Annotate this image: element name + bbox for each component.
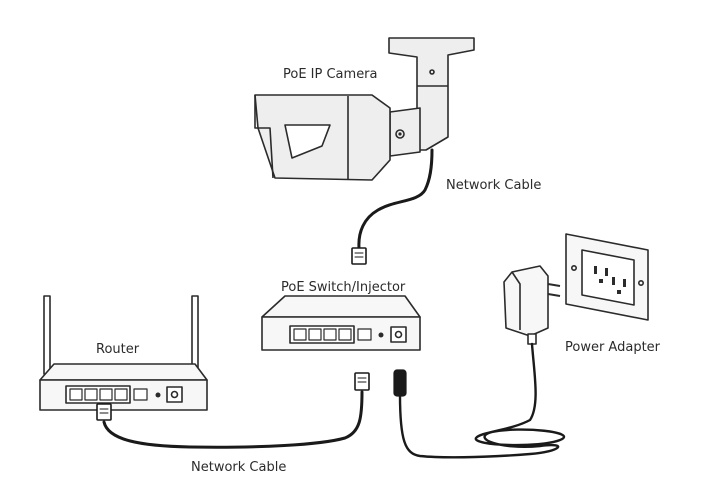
switch-port <box>308 328 322 341</box>
camera-network-cable <box>351 148 434 265</box>
router-label: Router <box>96 342 140 357</box>
switch-led-icon <box>378 332 384 338</box>
router-port <box>69 388 83 401</box>
router-side-rj45-plug <box>96 403 112 421</box>
adapter-face-edge <box>511 271 521 330</box>
router <box>39 295 208 411</box>
socket-slot <box>605 268 608 276</box>
power-adapter-label: Power Adapter <box>565 340 661 355</box>
joint-knob-center <box>398 132 402 136</box>
wall-outlet <box>565 233 649 321</box>
camera-cable-wire <box>357 148 434 250</box>
router-top-face <box>39 363 208 381</box>
outlet-screw-icon <box>570 264 577 271</box>
switch-label: PoE Switch/Injector <box>281 280 406 295</box>
power-adapter-cable <box>393 342 565 459</box>
adapter-cable-wire <box>398 342 565 459</box>
router-port <box>99 388 113 401</box>
camera-label: PoE IP Camera <box>283 67 378 82</box>
outlet-inner-panel <box>581 249 635 306</box>
adapter-cable-strain-relief <box>527 333 537 345</box>
switch-port <box>338 328 352 341</box>
dc-barrel-plug <box>393 369 407 397</box>
router-port <box>114 388 128 401</box>
switch-dc-jack <box>390 326 407 343</box>
router-antenna-right <box>191 295 199 375</box>
outlet-screw-icon <box>637 279 644 286</box>
router-antenna-left <box>43 295 51 375</box>
adapter-prong <box>547 283 561 287</box>
switch-ports <box>293 328 372 341</box>
socket-slot <box>594 266 597 274</box>
camera-sunshield-slot <box>284 124 331 159</box>
socket-ground <box>599 279 603 283</box>
router-wan-port <box>133 388 148 401</box>
switch-port <box>293 328 307 341</box>
router-port <box>84 388 98 401</box>
adapter-prong <box>547 293 561 297</box>
switch-port <box>323 328 337 341</box>
router-dc-jack-hole-icon <box>170 390 179 399</box>
router-switch-network-cable <box>96 372 370 449</box>
router-led-icon <box>155 392 161 398</box>
camera-lens-hood <box>254 95 274 179</box>
mount-screw-icon <box>429 69 435 75</box>
switch-dc-jack-hole-icon <box>394 330 403 339</box>
power-adapter <box>503 265 561 345</box>
adapter-body <box>503 265 549 337</box>
socket-slot <box>623 279 626 287</box>
bottom-cable-label: Network Cable <box>191 460 287 475</box>
switch-uplink-port <box>357 328 372 341</box>
outlet-sockets <box>594 266 626 294</box>
camera-cable-label: Network Cable <box>446 178 542 193</box>
router-dc-jack <box>166 386 183 403</box>
poe-ip-camera <box>254 37 475 181</box>
socket-ground <box>617 290 621 294</box>
camera-mount-bracket <box>388 37 475 151</box>
router-ports <box>69 388 148 401</box>
camera-joint <box>389 107 421 157</box>
socket-slot <box>612 277 615 285</box>
poe-switch-injector <box>261 295 421 351</box>
bottom-cable-wire <box>102 390 364 449</box>
switch-top-face <box>261 295 421 318</box>
camera-cable-rj45-plug <box>351 247 367 265</box>
